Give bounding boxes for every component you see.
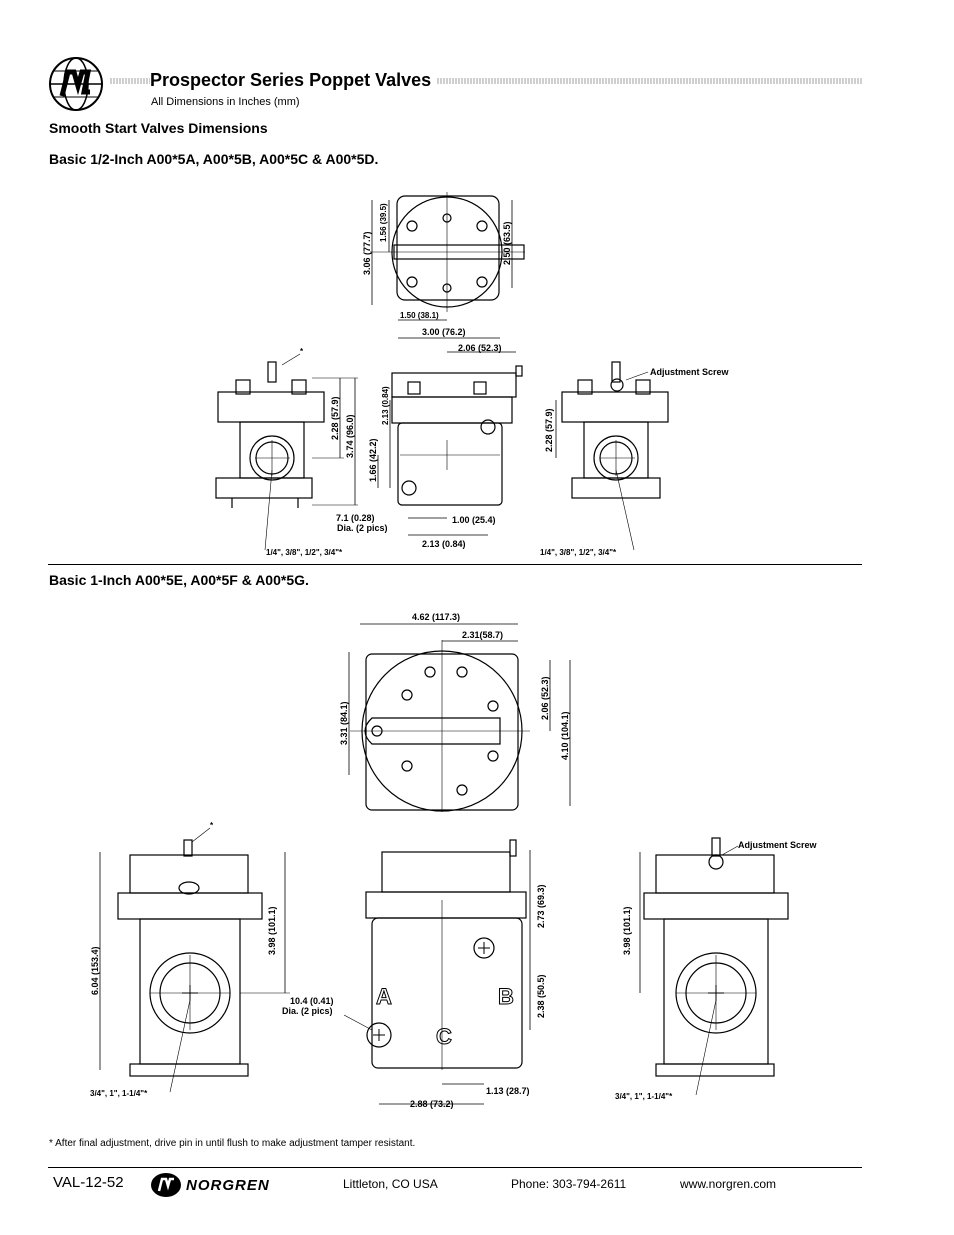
dim-s2-lower: 2.38 (50.5) [536, 974, 546, 1018]
valve-one-inch-left-view [99, 827, 290, 1093]
norgren-brand-logo: NORGREN [150, 1172, 290, 1198]
mark-a: A [376, 984, 392, 1009]
label-s2-ports-right: 3/4", 1", 1-1/4"* [615, 1092, 673, 1101]
valve-half-inch-left-view [215, 353, 358, 551]
header-rule [110, 78, 862, 84]
dim-s2-port-height: 3.98 (101.1) [267, 906, 277, 955]
dim-s2-total-height: 6.04 (153.4) [90, 946, 100, 995]
globe-logo-graphic [49, 57, 103, 111]
dim-s1-hole-note: Dia. (2 pics) [337, 523, 388, 533]
footer-divider [48, 1167, 862, 1168]
dim-s1-upper: 2.13 (0.84) [381, 386, 390, 425]
dim-s2-half-width: 2.31(58.7) [462, 630, 503, 640]
dim-s2-top-height: 3.31 (84.1) [339, 701, 349, 745]
dim-s2-spacing: 1.13 (28.7) [486, 1086, 530, 1096]
section-divider [48, 564, 862, 565]
label-s2-star: * [210, 821, 214, 830]
footer-phone: Phone: 303-794-2611 [511, 1177, 627, 1191]
section1-subheading: Basic 1/2-Inch A00*5A, A00*5B, A00*5C & … [49, 151, 379, 167]
label-s2-ports-left: 3/4", 1", 1-1/4"* [90, 1089, 148, 1098]
dim-s2-base: 2.88 (73.2) [410, 1099, 454, 1109]
page-code: VAL-12-52 [53, 1174, 124, 1191]
footer-location: Littleton, CO USA [343, 1177, 438, 1191]
label-s1-ports-left: 1/4", 3/8", 1/2", 3/4"* [266, 548, 343, 557]
mark-b: B [498, 984, 514, 1009]
norgren-globe-logo [48, 56, 104, 112]
label-s1-ports-right: 1/4", 3/8", 1/2", 3/4"* [540, 548, 617, 557]
valve-half-inch-front-view [377, 351, 523, 536]
dim-s1-half-width: 1.50 (38.1) [400, 311, 439, 320]
section-heading: Smooth Start Valves Dimensions [49, 120, 268, 136]
dim-s1-hole: 7.1 (0.28) [336, 513, 375, 523]
dim-s1-base: 2.13 (0.84) [422, 539, 466, 549]
label-s2-adjustment-screw: Adjustment Screw [738, 840, 818, 850]
dim-s1-offset: 2.50 (63.5) [502, 221, 512, 265]
valve-one-inch-top-view [348, 623, 571, 812]
dim-s2-hole-note: Dia. (2 pics) [282, 1006, 333, 1016]
valve-half-inch-top-view [370, 192, 525, 339]
dim-s2-right-height: 3.98 (101.1) [622, 906, 632, 955]
dim-s1-spacing: 1.00 (25.4) [452, 515, 496, 525]
dim-s2-half-height: 2.06 (52.3) [540, 676, 550, 720]
dim-s1-width: 3.00 (76.2) [422, 327, 466, 337]
valve-one-inch-right-view [639, 837, 789, 1096]
dim-s2-full-height: 4.10 (104.1) [560, 711, 570, 760]
dim-s1-flange: 2.06 (52.3) [458, 343, 502, 353]
valve-half-inch-right-view [555, 361, 669, 551]
dim-s1-lower: 1.66 (42.2) [368, 438, 378, 482]
page-title: Prospector Series Poppet Valves [150, 70, 438, 91]
dim-s2-width: 4.62 (117.3) [412, 612, 460, 622]
mark-c: C [436, 1024, 452, 1049]
dim-s1-half-height: 1.56 (39.5) [379, 203, 388, 242]
dim-s2-upper: 2.73 (69.3) [536, 884, 546, 928]
footer-website: www.norgren.com [680, 1177, 777, 1191]
brand-wordmark: NORGREN [186, 1176, 270, 1194]
page-subtitle: All Dimensions in Inches (mm) [151, 96, 300, 108]
dim-s1-right-height: 2.28 (57.9) [544, 408, 554, 452]
section2-subheading: Basic 1-Inch A00*5E, A00*5F & A00*5G. [49, 572, 309, 588]
label-s1-star: * [300, 347, 304, 356]
dim-s1-port-height: 2.28 (57.9) [330, 396, 340, 440]
label-s1-adjustment-screw: Adjustment Screw [650, 367, 730, 377]
dim-s1-total-height: 3.74 (96.0) [345, 414, 355, 458]
valve-one-inch-front-view [343, 839, 531, 1105]
dim-s2-hole: 10.4 (0.41) [290, 996, 334, 1006]
dim-s1-height-top: 3.06 (77.7) [362, 231, 372, 275]
footnote: * After final adjustment, drive pin in u… [49, 1138, 416, 1149]
norgren-n-icon [151, 1173, 181, 1197]
